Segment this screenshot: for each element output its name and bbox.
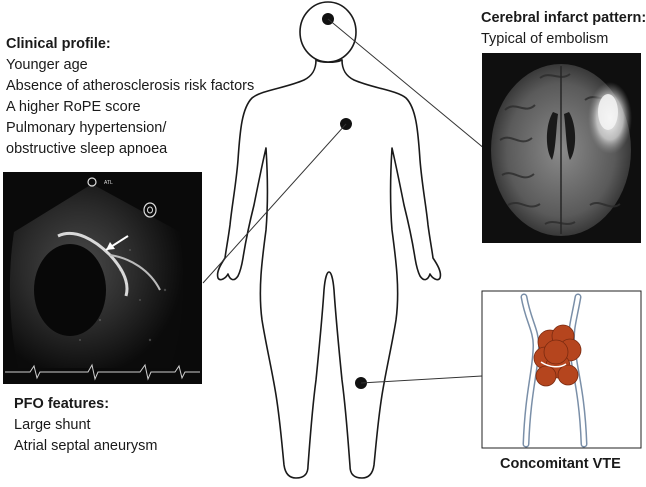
pfo-features-heading: PFO features: <box>14 396 110 412</box>
cerebral-infarct-block: Cerebral infarct pattern: Typical of emb… <box>481 8 646 50</box>
connector-leg-vte <box>360 375 483 384</box>
clinical-profile-block: Clinical profile: Younger age Absence of… <box>6 34 254 160</box>
echocardiogram-image <box>3 172 202 384</box>
clinical-profile-heading: Clinical profile: <box>6 36 111 52</box>
cerebral-infarct-description: Typical of embolism <box>481 31 609 47</box>
vte-caption: Concomitant VTE <box>500 456 621 472</box>
clinical-profile-item: Absence of atherosclerosis risk factors <box>6 78 255 94</box>
pfo-features-block: PFO features: Large shunt Atrial septal … <box>14 394 157 457</box>
pfo-features-item: Large shunt <box>14 417 91 433</box>
pfo-features-item: Atrial septal aneurysm <box>14 438 158 454</box>
clinical-profile-item: Younger age <box>6 57 88 73</box>
mri-brain-image <box>482 53 641 243</box>
clinical-profile-item: A higher RoPE score <box>6 99 141 115</box>
human-body-outline <box>216 1 442 479</box>
connector-heart-echo <box>202 123 347 284</box>
cerebral-infarct-heading: Cerebral infarct pattern: <box>481 10 646 26</box>
vte-illustration <box>481 290 642 449</box>
thrombus-shape <box>533 324 582 387</box>
clinical-profile-item: Pulmonary hypertension/ <box>6 120 167 136</box>
clinical-profile-item: obstructive sleep apnoea <box>6 141 168 157</box>
echo-probe-label: ATL <box>104 180 113 186</box>
